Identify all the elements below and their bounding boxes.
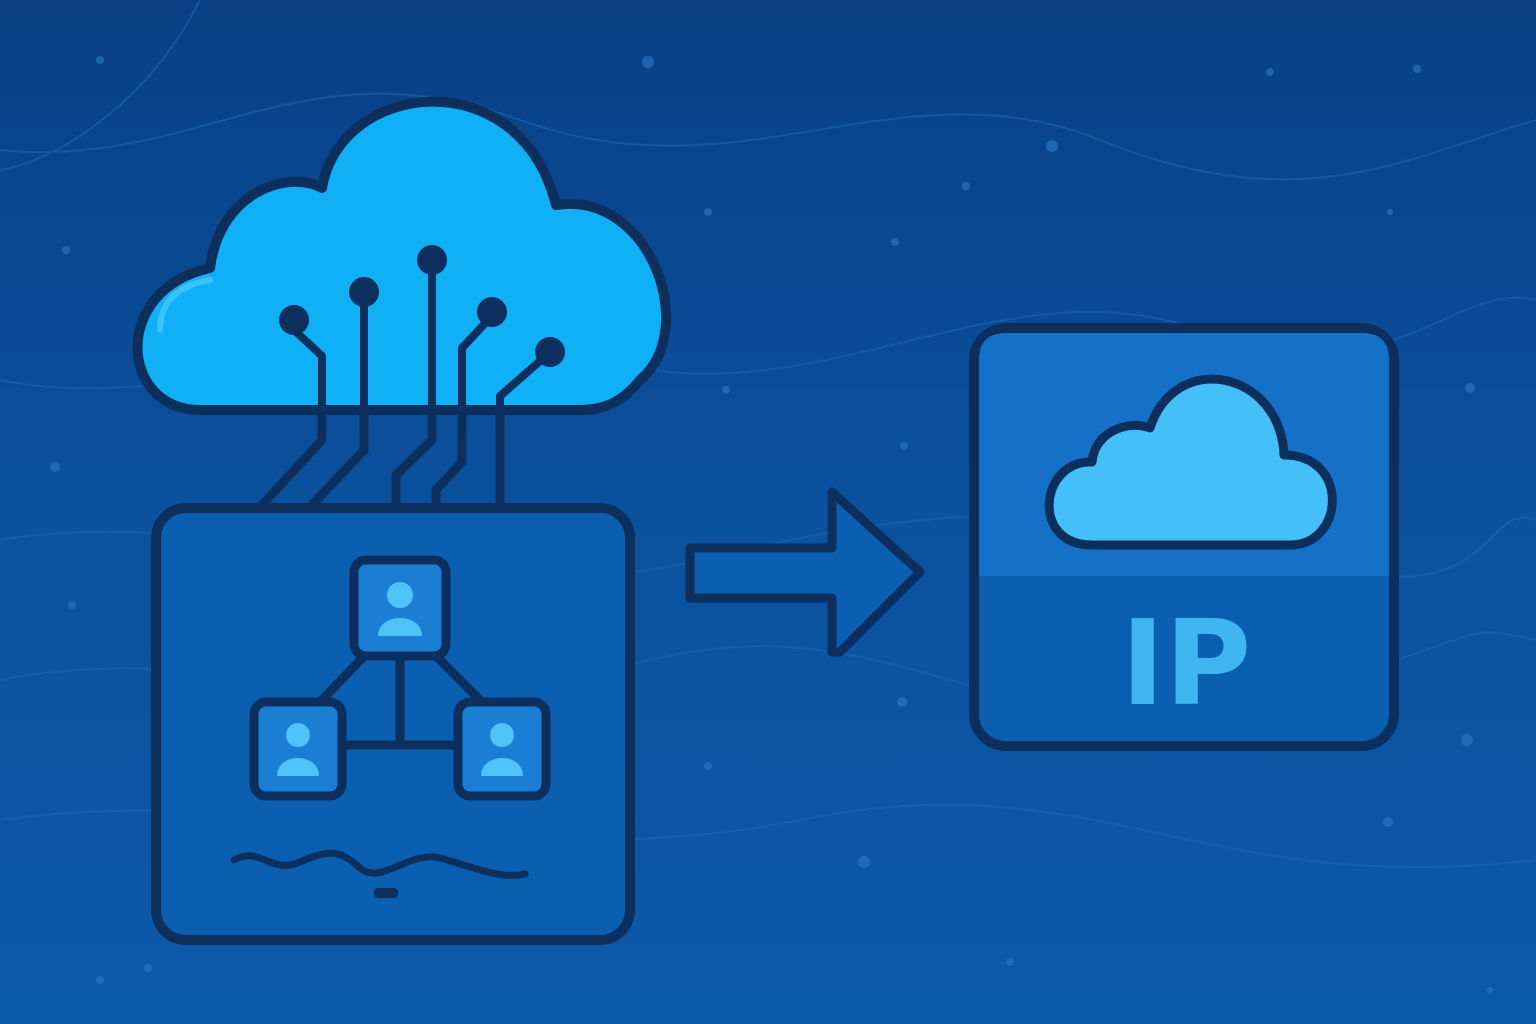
user-node-icon	[349, 555, 451, 661]
wave-line	[230, 849, 529, 879]
user-node-icon	[249, 697, 347, 801]
background-dots	[50, 56, 1493, 993]
cloud-network-icon	[132, 96, 671, 415]
circuit-traces	[258, 410, 505, 509]
device-network-icon	[151, 503, 635, 945]
arrow-right-icon	[685, 487, 925, 657]
device-button	[374, 888, 398, 898]
cloud-ip-card-icon	[969, 323, 1399, 751]
user-node-icon	[453, 697, 551, 801]
ip-label: IP	[1121, 594, 1251, 732]
